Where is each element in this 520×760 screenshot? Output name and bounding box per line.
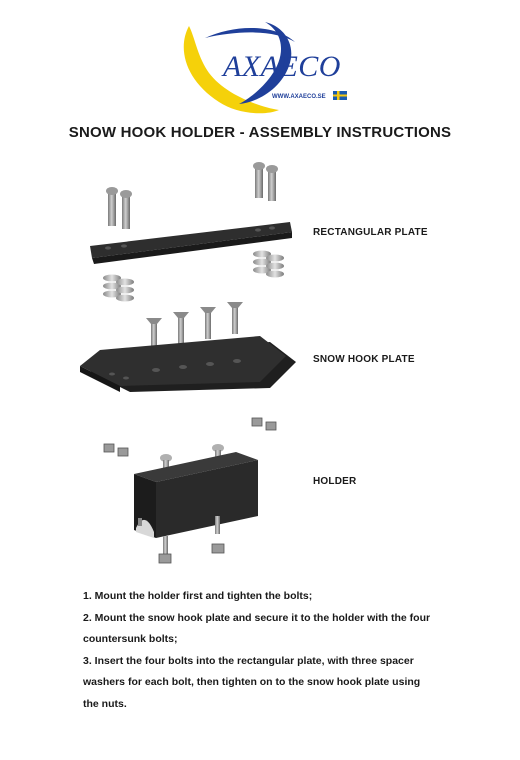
snow-hook-plate — [80, 336, 296, 392]
nut-bottom-1 — [158, 553, 172, 564]
step-line: countersunk bolts; — [83, 633, 178, 645]
countersunk-bolt-1 — [146, 318, 162, 350]
bolt-top-left-2 — [120, 190, 132, 229]
logo-url-text: WWW.AXAECO.SE — [272, 94, 326, 100]
assembly-diagram — [80, 162, 296, 564]
rectangular-plate — [90, 222, 292, 264]
step-line: 3. Insert the four bolts into the rectan… — [83, 654, 414, 667]
holder-bolt-shaft-2 — [215, 516, 220, 534]
logo-brand-text: AXAECO — [221, 50, 341, 83]
countersunk-bolt-2 — [173, 312, 189, 344]
logo-blue-swoosh — [239, 22, 292, 104]
step-line: 1. Mount the holder first and tighten th… — [83, 590, 313, 602]
nuts-upper-left — [103, 443, 129, 457]
label-holder: HOLDER — [313, 476, 357, 487]
step-line: washers for each bolt, then tighten on t… — [83, 676, 421, 688]
countersunk-bolt-3 — [200, 307, 216, 339]
nut-bottom-2 — [211, 543, 225, 554]
step-line: the nuts. — [83, 697, 127, 710]
bolt-top-right-1 — [253, 162, 265, 198]
assembly-steps: 1. Mount the holder first and tighten th… — [83, 586, 483, 715]
spacer-washers-right — [253, 250, 284, 278]
holder — [134, 452, 258, 538]
nuts-upper-right — [251, 417, 277, 431]
bolt-top-left-1 — [106, 187, 118, 226]
step-line: 2. Mount the snow hook plate and secure … — [83, 611, 431, 624]
label-rectangular-plate: RECTANGULAR PLATE — [313, 227, 428, 238]
bolt-top-right-2 — [266, 165, 278, 201]
logo-blue-arc — [205, 27, 295, 42]
label-snow-hook-plate: SNOW HOOK PLATE — [313, 354, 415, 365]
countersunk-bolt-4 — [227, 302, 243, 334]
holder-bolt-shaft-1 — [163, 536, 168, 554]
logo-yellow-swoosh — [183, 26, 279, 114]
sweden-flag-icon — [333, 91, 347, 100]
axaeco-logo: AXAECO WWW.AXAECO.SE — [183, 22, 347, 114]
page-title: SNOW HOOK HOLDER - ASSEMBLY INSTRUCTIONS — [68, 124, 452, 141]
holder-bolt-top-1 — [160, 454, 172, 474]
spacer-washers-left — [103, 274, 134, 302]
